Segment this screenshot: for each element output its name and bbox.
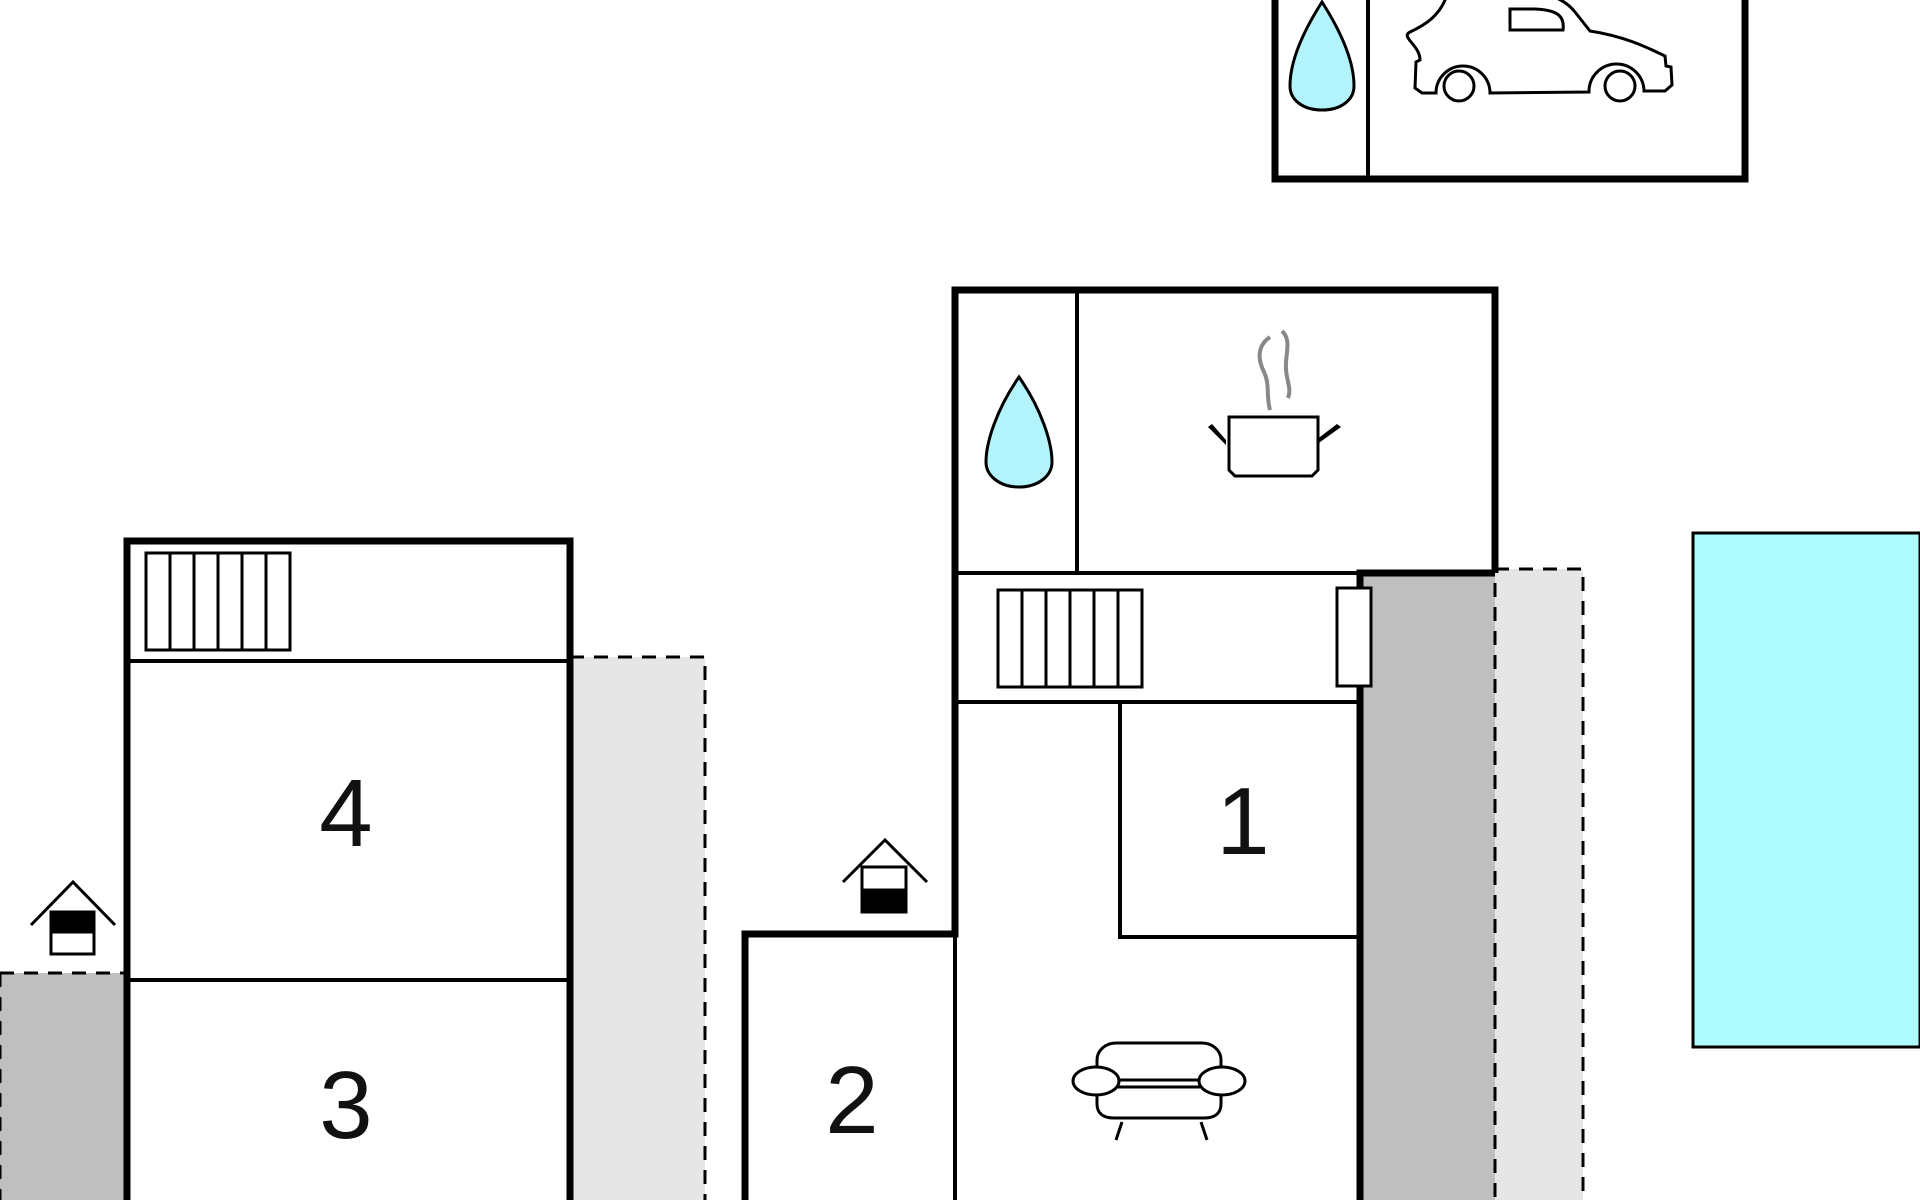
terrace-right-light xyxy=(1493,567,1585,1200)
terrace-left xyxy=(0,971,129,1200)
building-west xyxy=(123,537,574,1200)
room-label-4: 4 xyxy=(319,760,372,867)
radiator-icon xyxy=(1335,586,1373,688)
terrace-middle xyxy=(568,655,707,1200)
room-label-2: 2 xyxy=(825,1047,878,1154)
house-entrance-icon xyxy=(841,837,929,914)
garage-building xyxy=(1271,0,1749,183)
water-drop-icon xyxy=(984,374,1054,489)
radiator-icon xyxy=(996,588,1144,689)
swimming-pool xyxy=(1691,531,1920,1049)
room-label-1: 1 xyxy=(1216,768,1269,875)
building-main xyxy=(741,286,1499,1200)
cooking-pot-icon xyxy=(1208,329,1341,478)
water-drop-icon xyxy=(1288,0,1356,112)
terrace-right-dark xyxy=(1360,575,1495,1200)
radiator-icon xyxy=(144,551,292,652)
car-icon xyxy=(1405,0,1674,103)
sofa-icon xyxy=(1071,1041,1247,1141)
house-entrance-icon xyxy=(29,879,117,956)
room-label-3: 3 xyxy=(319,1052,372,1159)
